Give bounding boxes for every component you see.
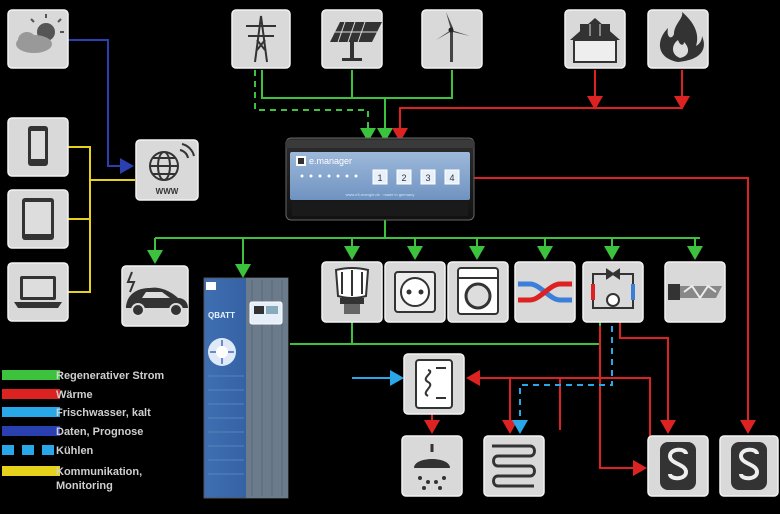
- legend-swatch: [2, 407, 60, 417]
- legend-item: Kühlen: [2, 445, 94, 457]
- data-line-weather: [68, 39, 134, 174]
- legend-item: Regenerativer Strom: [2, 370, 164, 382]
- shower-icon: [414, 444, 450, 490]
- laptop-tile: [7, 262, 69, 322]
- storage-tank-1-tile: [647, 435, 709, 497]
- heat-pump-tile: [582, 261, 644, 323]
- bulb-tile: [321, 261, 383, 323]
- legend-swatch: [2, 466, 60, 476]
- legend-swatch: [2, 389, 60, 399]
- laptop-icon: [14, 276, 62, 308]
- energy-manager-device: e.manager 1 2 3 4 www.e3-energie.de · ma…: [285, 137, 475, 221]
- legend-label: Kühlen: [56, 445, 94, 457]
- port-buttons: 1 2 3 4: [372, 169, 460, 185]
- smartphone-icon: [28, 126, 48, 166]
- legend-item: Frischwasser, kalt: [2, 407, 151, 419]
- solar-panel-icon: [330, 21, 382, 61]
- washing-machine-icon: [457, 267, 499, 315]
- svg-text:3: 3: [425, 173, 430, 183]
- legend-label: Kommunikation,Monitoring: [56, 466, 142, 492]
- wood-fire-icon: [659, 12, 704, 62]
- port-4-button[interactable]: [444, 169, 460, 185]
- storage-tank-2-tile: [719, 435, 779, 497]
- globe-icon: [149, 143, 195, 181]
- heat-storage-tank-icon: [660, 442, 696, 490]
- legend-label: Regenerativer Strom: [56, 370, 164, 382]
- heat-pump-icon: [591, 268, 635, 309]
- power-pylon-icon: [246, 15, 276, 63]
- heat-line-storage: [474, 177, 756, 434]
- port-3-button[interactable]: [420, 169, 436, 185]
- power-pylon-tile: [231, 9, 291, 69]
- boiler-tile: [403, 353, 465, 415]
- heat-exchanger-tile: [514, 261, 576, 323]
- energy-saving-bulb-icon: [334, 267, 370, 314]
- legend-label: Daten, Prognose: [56, 426, 143, 438]
- heat-input-line: [392, 107, 682, 142]
- heater-tile: [664, 261, 726, 323]
- electric-heater-icon: [668, 284, 722, 300]
- e-manager-label: e.manager: [309, 156, 352, 166]
- legend-item: Wärme: [2, 389, 93, 401]
- smartphone-tile: [7, 117, 69, 177]
- legend-label: Wärme: [56, 389, 93, 401]
- legend-swatch: [2, 445, 14, 455]
- wind-turbine-icon: [436, 12, 470, 62]
- generation-bus: [261, 70, 453, 99]
- electric-car-icon: [126, 271, 188, 317]
- battery-fan-icon: [208, 338, 236, 366]
- weather-sun-cloud-icon: [16, 14, 64, 53]
- svg-text:1: 1: [377, 173, 382, 183]
- water-heater-icon: [415, 359, 453, 409]
- port-1-button[interactable]: [372, 169, 388, 185]
- fire-tile: [647, 9, 709, 69]
- shower-tile: [401, 435, 463, 497]
- svg-text:2: 2: [401, 173, 406, 183]
- socket-tile: [384, 261, 446, 323]
- heat-storage-tank-icon: [731, 442, 767, 490]
- www-label: WWW: [156, 187, 179, 196]
- washer-tile: [447, 261, 509, 323]
- legend-swatch: [22, 445, 34, 455]
- legend-item: Daten, Prognose: [2, 426, 143, 438]
- qbatt-label: QBATT: [208, 311, 235, 320]
- tablet-icon: [22, 198, 54, 240]
- wind-turbine-tile: [421, 9, 483, 69]
- legend-swatch: [2, 370, 60, 380]
- weather-tile: [7, 9, 69, 69]
- ev-tile: [121, 265, 189, 327]
- legend-item: Kommunikation,Monitoring: [2, 466, 142, 492]
- legend-label: Frischwasser, kalt: [56, 407, 151, 419]
- cooling-line: [512, 326, 613, 434]
- e-manager-footer: www.e3-energie.de · made in germany: [346, 192, 415, 197]
- legend-swatch: [2, 426, 60, 436]
- solar-panel-tile: [321, 9, 383, 69]
- radiator-tile: [483, 435, 545, 497]
- connections: [68, 39, 756, 476]
- indicator-leds: [300, 174, 358, 178]
- battery-return-line: [290, 322, 601, 345]
- power-socket-icon: [394, 271, 436, 313]
- radiator-icon: [492, 444, 536, 488]
- svg-text:4: 4: [449, 173, 454, 183]
- internet-tile: WWW: [135, 139, 199, 201]
- heat-exchanger-icon: [518, 281, 572, 303]
- battery-storage-unit: QBATT: [203, 277, 289, 499]
- port-2-button[interactable]: [396, 169, 412, 185]
- legend-swatch: [42, 445, 54, 455]
- solar-thermal-tile: [564, 9, 626, 69]
- e3-logo-icon: [206, 282, 216, 290]
- solar-thermal-roof-icon: [570, 18, 620, 63]
- grid-feed-dashed: [254, 70, 376, 142]
- tablet-tile: [7, 189, 69, 249]
